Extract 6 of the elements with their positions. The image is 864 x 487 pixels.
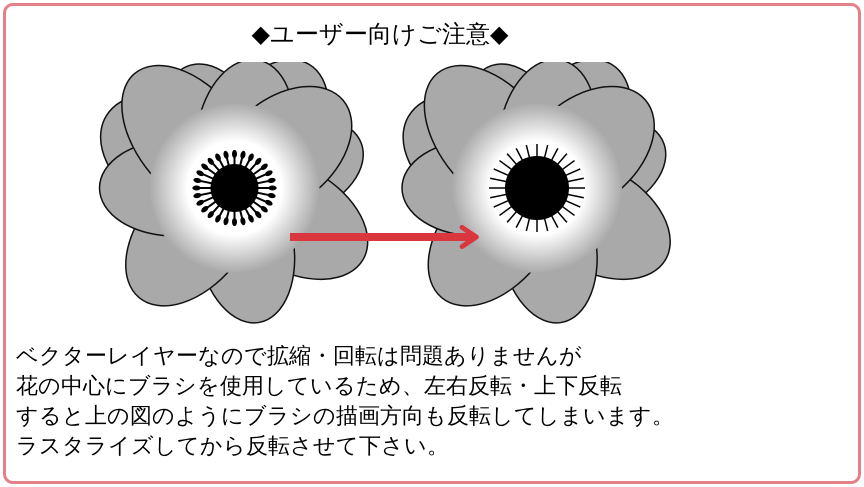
note-text: 花の中心にブラシを使用しているため、左右反転・上下反転 [16, 374, 622, 400]
arrow [290, 225, 479, 249]
note-text: すると上の図のようにブラシの描画方向も反転してしまいます。 [16, 404, 674, 430]
title: ◆ユーザー向けご注意◆ [250, 19, 510, 50]
note-text: ラスタライズしてから反転させて下さい。 [16, 434, 449, 460]
note-text: ベクターレイヤーなので拡縮・回転は問題ありませんが [16, 344, 582, 370]
